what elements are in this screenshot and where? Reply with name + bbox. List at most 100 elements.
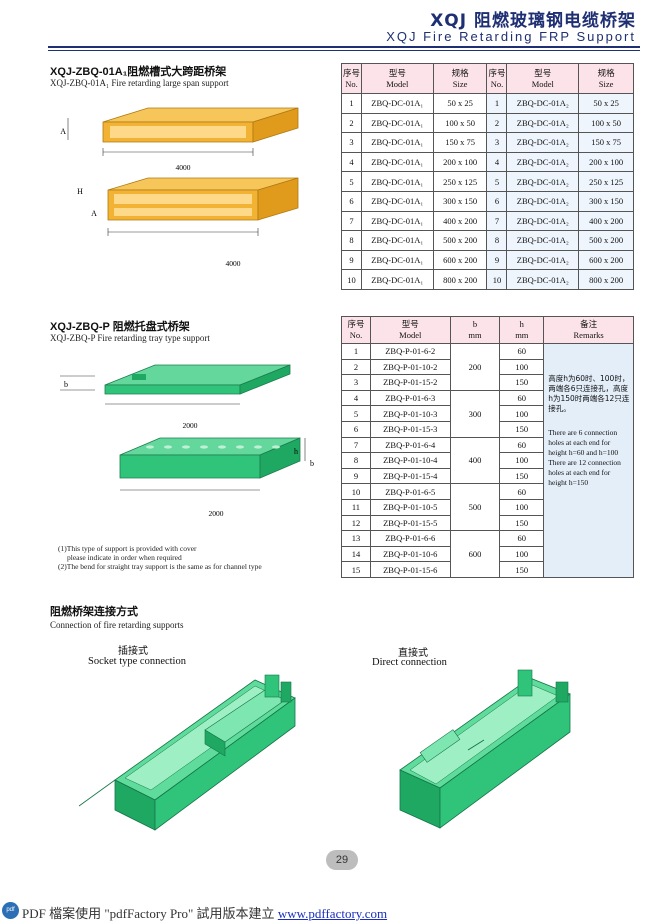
footer-text-wrap: PDF 檔案使用 "pdfFactory Pro" 試用版本建立 www.pdf… [22, 903, 387, 922]
remarks-en: There are 6 connection holes at each end… [548, 428, 621, 487]
header-divider [48, 46, 640, 48]
section2-title: XQJ-ZBQ-P 阻燃托盘式桥架 [50, 321, 190, 333]
dim-b2-label: b [310, 459, 314, 468]
table-cell: ZBQ-DC-01A₂ [506, 93, 580, 114]
table-cell: ZBQ-P-01-6-2 [369, 343, 451, 360]
table-cell: 800 x 200 [578, 269, 634, 290]
table-cell: 600 [449, 530, 501, 578]
table-cell: ZBQ-DC-01A₂ [506, 249, 580, 271]
table-cell: 9 [341, 467, 371, 485]
table-cell: 1 [486, 93, 508, 114]
socket-connection-drawing [78, 674, 296, 831]
table-cell: ZBQ-P-01-6-4 [369, 436, 451, 454]
direct-connection-drawing [399, 669, 571, 829]
footer-link[interactable]: www.pdffactory.com [277, 906, 388, 921]
table-cell: 60 [499, 343, 545, 360]
table-cell: 6 [341, 420, 371, 438]
footer-text: PDF 檔案使用 "pdfFactory Pro" 試用版本建立 [22, 906, 275, 921]
table-cell: ZBQ-DC-01A₂ [506, 230, 580, 251]
note-1: (1)This type of support is provided with… [58, 544, 197, 553]
table-cell: 200 x 100 [432, 151, 488, 173]
table-cell: 8 [341, 230, 362, 251]
table-cell: 100 [499, 358, 545, 376]
table-cell: ZBQ-DC-01A₂ [506, 151, 580, 173]
tray-length-top: 2000 [183, 421, 198, 430]
tray-length-bottom: 2000 [209, 509, 224, 518]
note-2: (2)The bend for straight tray support is… [58, 562, 262, 571]
length-label-bottom: 4000 [226, 259, 241, 268]
table-cell: 10 [486, 269, 508, 290]
table-cell: ZBQ-DC-01A₂ [506, 112, 580, 134]
table-cell: ZBQ-DC-01A₁ [360, 132, 434, 153]
table-cell: ZBQ-P-01-15-2 [369, 374, 451, 391]
table-cell: 400 x 200 [432, 210, 488, 232]
dim-a2-label: A [91, 209, 97, 218]
table-cell: 200 x 100 [578, 151, 634, 173]
table-cell: ZBQ-P-01-15-4 [369, 467, 451, 485]
table-cell: ZBQ-DC-01A₁ [360, 190, 434, 212]
table-cell: 150 [499, 467, 545, 485]
table-cell: 14 [341, 545, 371, 563]
page-header-title-cn: XQJ 阻燃玻璃钢电缆桥架 [430, 11, 636, 31]
table-cell: ZBQ-DC-01A₁ [360, 269, 434, 290]
pdf-logo-icon: pdf [2, 902, 19, 919]
table-cell: 300 [449, 389, 501, 438]
table-cell: 7 [341, 210, 362, 232]
table-cell: ZBQ-DC-01A₂ [506, 132, 580, 153]
table-cell: ZBQ-DC-01A₁ [360, 210, 434, 232]
table-cell: 5 [341, 171, 362, 192]
table-cell: 5 [341, 405, 371, 422]
table-cell: 150 x 75 [578, 132, 634, 153]
table-cell: 7 [341, 436, 371, 454]
table-cell: 6 [486, 190, 508, 212]
table-cell: 12 [341, 514, 371, 532]
pdf-footer: pdf PDF 檔案使用 "pdfFactory Pro" 試用版本建立 www… [0, 900, 650, 923]
table-cell: 2 [486, 112, 508, 134]
table-cell: 15 [341, 561, 371, 578]
table-cell: 5 [486, 171, 508, 192]
table-cell: 250 x 125 [578, 171, 634, 192]
table-cell: 600 x 200 [578, 249, 634, 271]
table-cell: 3 [341, 132, 362, 153]
table-cell: 150 [499, 374, 545, 391]
table-cell: 60 [499, 436, 545, 454]
table-cell: 400 [449, 436, 501, 485]
table-cell: 1 [341, 343, 371, 360]
table-cell: ZBQ-P-01-15-6 [369, 561, 451, 578]
table-cell: 500 x 200 [432, 230, 488, 251]
table-cell: 60 [499, 389, 545, 407]
table-cell: 150 [499, 420, 545, 438]
table-cell: ZBQ-DC-01A₁ [360, 112, 434, 134]
table-cell: ZBQ-P-01-15-5 [369, 514, 451, 532]
section3-subtitle: Connection of fire retarding supports [50, 620, 184, 630]
table-cell: 250 x 125 [432, 171, 488, 192]
table-cell: 100 [499, 452, 545, 469]
table-cell: 300 x 150 [578, 190, 634, 212]
table-cell: 10 [341, 483, 371, 500]
table-cell: ZBQ-P-01-10-3 [369, 405, 451, 422]
remarks-cn: 高度h为60时、100时，两端各6只连接孔，高度h为150时两端各12只连接孔。 [548, 374, 630, 413]
